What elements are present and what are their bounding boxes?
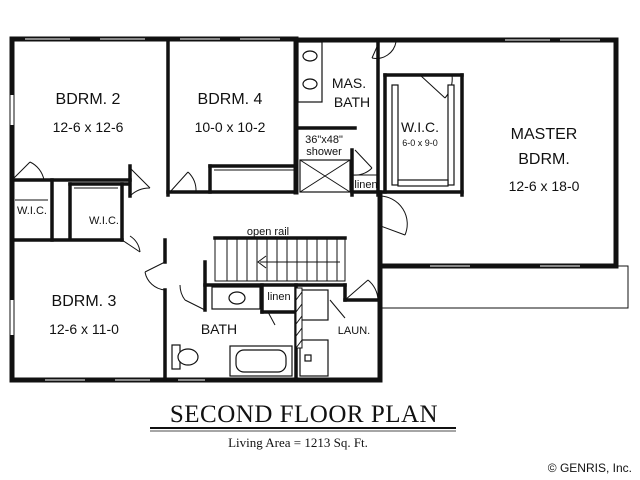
master-line2: BDRM. xyxy=(518,151,570,168)
bdrm2-size: 12-6 x 12-6 xyxy=(53,119,124,135)
master-size: 12-6 x 18-0 xyxy=(509,178,580,194)
wic-small-label: W.I.C. xyxy=(89,215,119,227)
wic-left-label: W.I.C. xyxy=(17,205,47,217)
master-line1: MASTER xyxy=(511,126,578,143)
open-rail-label: open rail xyxy=(247,226,289,238)
copyright: © GENRIS, Inc. xyxy=(548,461,632,475)
living-area: Living Area = 1213 Sq. Ft. xyxy=(228,435,368,450)
bdrm3-name: BDRM. 3 xyxy=(52,293,117,310)
windows xyxy=(10,37,600,382)
shower-size: 36"x48" xyxy=(305,134,343,146)
plan-title: SECOND FLOOR PLAN xyxy=(170,401,438,428)
bdrm4-name: BDRM. 4 xyxy=(198,91,263,108)
linen-upper-label: linen xyxy=(354,179,377,191)
linen-lower-label: linen xyxy=(267,291,290,303)
fixtures xyxy=(15,41,455,377)
lower-roof-outline xyxy=(379,265,629,309)
bdrm2-name: BDRM. 2 xyxy=(56,91,121,108)
doors xyxy=(11,39,453,326)
bdrm4-size: 10-0 x 10-2 xyxy=(195,119,266,135)
stairs xyxy=(213,236,347,282)
master-wic-name: W.I.C. xyxy=(401,119,439,135)
bath-label: BATH xyxy=(201,321,237,337)
bdrm3-size: 12-6 x 11-0 xyxy=(49,321,119,337)
mas-bath-line1: MAS. xyxy=(332,75,366,91)
mas-bath-line2: BATH xyxy=(334,94,370,110)
shower-label: shower xyxy=(306,146,342,158)
laundry-label: LAUN. xyxy=(338,325,370,337)
master-wic-size: 6-0 x 9-0 xyxy=(402,138,438,148)
